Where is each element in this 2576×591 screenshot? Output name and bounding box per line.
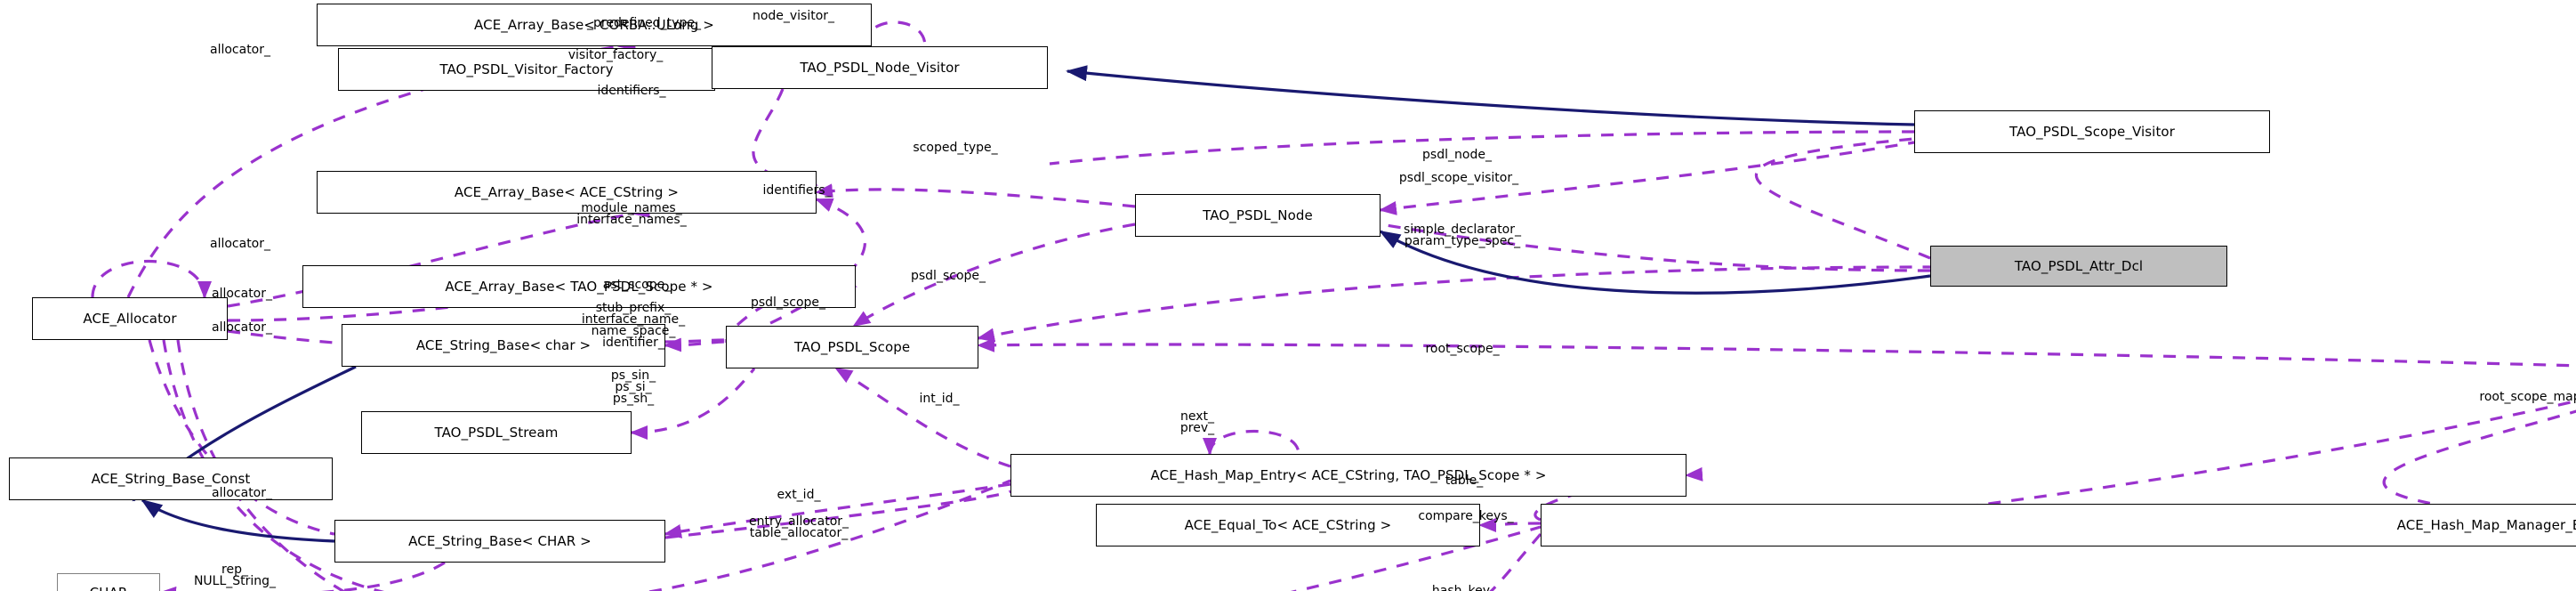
edge-label-lbl-root-scope-map: root_scope_map_ — [2479, 390, 2576, 404]
class-node-psdl_stream[interactable]: TAO_PSDL_Stream — [361, 411, 632, 454]
edge-next-prev-self — [1203, 430, 1300, 456]
class-node-equal_to[interactable]: ACE_Equal_To< ACE_CString > — [1096, 504, 1480, 546]
class-node-ace_string_char[interactable]: ACE_String_Base< char > — [342, 324, 665, 367]
edge-compare-keys — [1478, 517, 1542, 532]
class-node-psdl_scope[interactable]: TAO_PSDL_Scope — [726, 326, 978, 368]
class-node-char_node[interactable]: CHAR — [57, 573, 160, 591]
class-node-psdl_node[interactable]: TAO_PSDL_Node — [1135, 194, 1381, 237]
class-node-node_visitor[interactable]: TAO_PSDL_Node_Visitor — [712, 46, 1048, 89]
edge-string-CHAR-use — [664, 490, 1011, 539]
class-node-ace_array_ulong[interactable]: ACE_Array_Base< CORBA::ULong > — [317, 4, 872, 46]
edge-allocator-char — [227, 329, 682, 352]
edge-ps-sin — [630, 368, 756, 440]
edge-ext-id — [664, 482, 1011, 538]
edge-identifiers-node — [815, 183, 1136, 208]
edge-psdl-scope-node — [852, 223, 1136, 328]
edge-stub-prefix2 — [664, 332, 743, 347]
class-node-ace_allocator[interactable]: ACE_Allocator — [32, 297, 228, 340]
edge-label-lbl-allocator-char: allocator_ — [211, 320, 273, 335]
edge-allocator-cstring — [227, 203, 651, 308]
edge-label-lbl-allocator-cstring: allocator_ — [209, 237, 271, 251]
edge-label-lbl-psdl-scope-attr: psdl_scope_ — [910, 269, 986, 283]
edge-psdl-scope-attr — [977, 265, 1931, 343]
edge-int-id — [834, 367, 1011, 468]
edge-label-lbl-ps-sin: ps_sin_ ps_si_ ps_sh_ — [610, 368, 656, 406]
edge-label-lbl-allocator-scope: allocator_ — [211, 287, 273, 301]
class-node-visitor_factory[interactable]: TAO_PSDL_Visitor_Factory — [338, 48, 715, 91]
edge-label-lbl-allocator-CHAR: allocator_ — [211, 486, 273, 500]
edge-rep-null — [158, 561, 446, 591]
edge-allocator-self — [91, 259, 212, 299]
edge-label-lbl-allocator-ulong: allocator_ — [209, 43, 271, 57]
edge-label-lbl-psdl-scope-visitor: psdl_scope_visitor_ — [1398, 171, 1519, 185]
edge-inherit-attr-dcl — [1379, 230, 1931, 295]
edge-label-lbl-identifiers-mid: identifiers_ — [762, 183, 832, 198]
edge-label-lbl-rep-null: rep_ NULL_String_ — [193, 563, 277, 588]
edge-inherit-scope-visitor — [1066, 65, 1915, 126]
class-node-ace_array_scope[interactable]: ACE_Array_Base< TAO_PSDL_Scope * > — [302, 265, 856, 308]
class-node-string_base_CHAR[interactable]: ACE_String_Base< CHAR > — [334, 520, 665, 563]
edge-label-lbl-identifiers-top: identifiers_ — [597, 84, 666, 98]
edge-root-scope — [977, 337, 2576, 368]
edge-label-lbl-psdl-node: psdl_node_ — [1422, 148, 1492, 162]
edge-scoped-type — [1049, 130, 1915, 166]
edge-node-visitor-self — [857, 20, 927, 48]
edge-label-lbl-table: table_ — [1445, 474, 1484, 488]
class-node-hash_map_manager[interactable]: ACE_Hash_Map_Manager_Ex< ACE_CString, TA… — [1541, 504, 2576, 546]
edge-entry-table-allocator — [162, 339, 1028, 591]
edge-label-lbl-root-scope: root_scope_ — [1425, 342, 1500, 356]
edge-label-lbl-entry-table-alloc: entry_allocator_ table_allocator_ — [748, 514, 849, 540]
edge-label-lbl-node-visitor: node_visitor_ — [752, 9, 835, 23]
edge-psdl-scope-visitor — [1379, 141, 1915, 215]
edge-psdl-node — [1754, 137, 1931, 260]
class-node-hash_map_entry[interactable]: ACE_Hash_Map_Entry< ACE_CString, TAO_PSD… — [1010, 454, 1686, 497]
edge-entry-table-allocator2 — [176, 339, 1558, 591]
edge-stub-prefix — [664, 334, 743, 349]
edge-label-lbl-simple-declarator: simple_declarator_ param_type_spec_ — [1403, 223, 1522, 248]
edge-label-lbl-next-prev: next_ prev_ — [1179, 409, 1215, 435]
edge-label-lbl-module-interface: module_names_ interface_names_ — [576, 201, 687, 227]
edge-label-lbl-ext-id: ext_id_ — [777, 488, 821, 502]
edge-label-lbl-hash-key: hash_key_ — [1431, 584, 1497, 591]
edge-label-lbl-predefined-type: _predefined_type_ — [587, 16, 701, 30]
edge-label-lbl-scoped-type: scoped_type_ — [913, 141, 998, 155]
edge-allocator-CHAR — [148, 339, 352, 545]
edge-root-scope-map2 — [1778, 399, 2576, 527]
class-node-ace_array_cstring[interactable]: ACE_Array_Base< ACE_CString > — [317, 171, 817, 214]
class-node-scope_visitor[interactable]: TAO_PSDL_Scope_Visitor — [1914, 110, 2270, 153]
edge-label-lbl-psdl-scope-node: psdl_scope_ — [750, 296, 826, 310]
edge-simple-declarator — [1380, 223, 1931, 272]
edge-label-lbl-ast-scope: ast_scope_ — [602, 278, 672, 292]
edge-label-lbl-stub-prefix: stub_prefix_ interface_name_ name_space_… — [581, 301, 686, 350]
edge-inherit-string-CHAR — [141, 498, 335, 543]
edge-label-lbl-visitor-factory: visitor_factory_ — [568, 48, 664, 62]
edge-label-lbl-int-id: int_id_ — [919, 392, 960, 406]
class-node-attr_dcl[interactable]: TAO_PSDL_Attr_Dcl — [1930, 246, 2227, 287]
class-node-string_base_const[interactable]: ACE_String_Base_Const — [9, 457, 333, 500]
edge-label-lbl-compare-keys: compare_keys_ — [1418, 509, 1514, 523]
